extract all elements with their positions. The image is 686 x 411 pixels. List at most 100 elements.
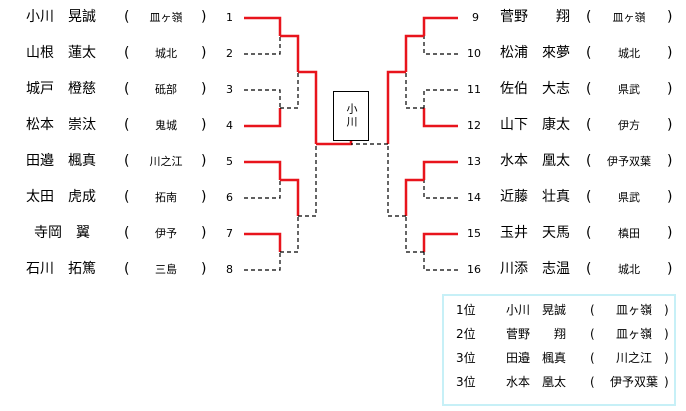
player-name: 近藤 壮真 [500,189,570,205]
seed-number: 10 [467,47,481,60]
seed-number: 6 [226,191,233,204]
bracket-line-2 [244,36,281,55]
paren-close: ) [201,189,207,205]
player-name: 水本 凰太 [500,153,570,169]
seed-number: 4 [226,119,233,132]
bracket-line-sf-c [386,70,406,144]
player-name: 山下 康太 [500,117,570,133]
player-name: 小川 晃誠 [26,9,96,25]
player-name: 川添 志温 [500,261,570,277]
result-name: 菅野 翔 [506,327,567,341]
paren-close: ) [201,225,207,241]
player-name: 松本 崇汰 [26,117,96,133]
paren-open: ( [124,189,130,205]
player-school: 城北 [618,47,640,60]
paren-close: ) [201,153,207,169]
paren-close: ) [201,45,207,61]
paren-open: ( [586,81,592,97]
player-school: 鬼城 [155,119,177,132]
paren-open: ( [124,45,130,61]
bracket-line-r1c [280,178,300,216]
bracket-line-r1f [405,72,424,109]
player-name: 菅野 翔 [500,9,570,25]
result-school: 皿ヶ嶺 [615,327,653,341]
paren-close: ) [664,327,669,341]
paren-open: ( [586,261,592,277]
player-name: 城戸 橙慈 [26,81,96,97]
champion-name: 小川 [345,103,358,129]
result-rank: 3位 [456,351,476,365]
paren-close: ) [667,9,673,25]
paren-close: ) [667,153,673,169]
seed-number: 7 [226,227,233,240]
player-school: 砥部 [155,83,177,96]
bracket-line-8 [244,252,281,271]
player-school: 三島 [155,263,177,276]
paren-close: ) [667,189,673,205]
bracket-line-r1a [280,34,300,72]
player-school: 県武 [618,83,640,96]
paren-open: ( [590,351,595,365]
seed-number: 15 [467,227,481,240]
seed-number: 2 [226,47,233,60]
paren-open: ( [590,327,595,341]
bracket-line-3 [244,89,281,108]
seed-number: 8 [226,263,233,276]
bracket-line-r1d [280,216,299,253]
bracket-line-6 [244,180,281,199]
paren-close: ) [201,9,207,25]
player-school: 城北 [618,263,640,276]
paren-open: ( [124,225,130,241]
paren-open: ( [124,9,130,25]
bracket-line-14 [423,180,458,199]
paren-open: ( [586,153,592,169]
bracket-line-7 [244,232,282,252]
seed-number: 12 [467,119,481,132]
result-name: 小川 晃誠 [506,303,567,317]
paren-close: ) [667,45,673,61]
paren-close: ) [667,81,673,97]
player-school: 伊方 [618,119,640,132]
player-name: 松浦 來夢 [500,45,570,61]
bracket-line-15 [422,232,458,252]
paren-close: ) [664,351,669,365]
paren-open: ( [586,9,592,25]
result-rank: 3位 [456,375,476,389]
player-school: 拓南 [155,191,177,204]
seed-number: 3 [226,83,233,96]
seed-number: 9 [472,11,479,24]
seed-number: 16 [467,263,481,276]
bracket-line-sf-d [387,144,406,217]
bracket-line-final-l [316,141,353,146]
player-school: 伊予 [155,227,177,240]
bracket-line-r1e [404,34,424,72]
player-school: 伊予双葉 [607,155,651,168]
bracket-line-13 [422,160,458,180]
paren-close: ) [667,225,673,241]
player-school: 川之江 [149,155,183,168]
seed-number: 11 [467,83,481,96]
paren-close: ) [664,303,669,317]
paren-close: ) [667,117,673,133]
seed-number: 13 [467,155,481,168]
bracket-line-11 [423,89,458,108]
seed-number: 5 [226,155,233,168]
paren-close: ) [664,375,669,389]
bracket-line-sf-a [298,70,318,144]
player-name: 寺岡 翼 [34,225,90,241]
seed-number: 1 [226,11,233,24]
paren-open: ( [586,117,592,133]
paren-open: ( [124,81,130,97]
result-school: 川之江 [615,351,653,365]
bracket-line-9 [422,16,458,36]
champion-box: 小川 [333,91,369,141]
paren-open: ( [590,303,595,317]
player-school: 槙田 [618,227,640,240]
paren-open: ( [124,261,130,277]
bracket-line-r1b [280,72,299,109]
paren-close: ) [201,261,207,277]
player-school: 皿ヶ嶺 [612,11,646,24]
result-name: 田邉 楓真 [506,351,567,365]
bracket-line-1 [244,16,282,36]
